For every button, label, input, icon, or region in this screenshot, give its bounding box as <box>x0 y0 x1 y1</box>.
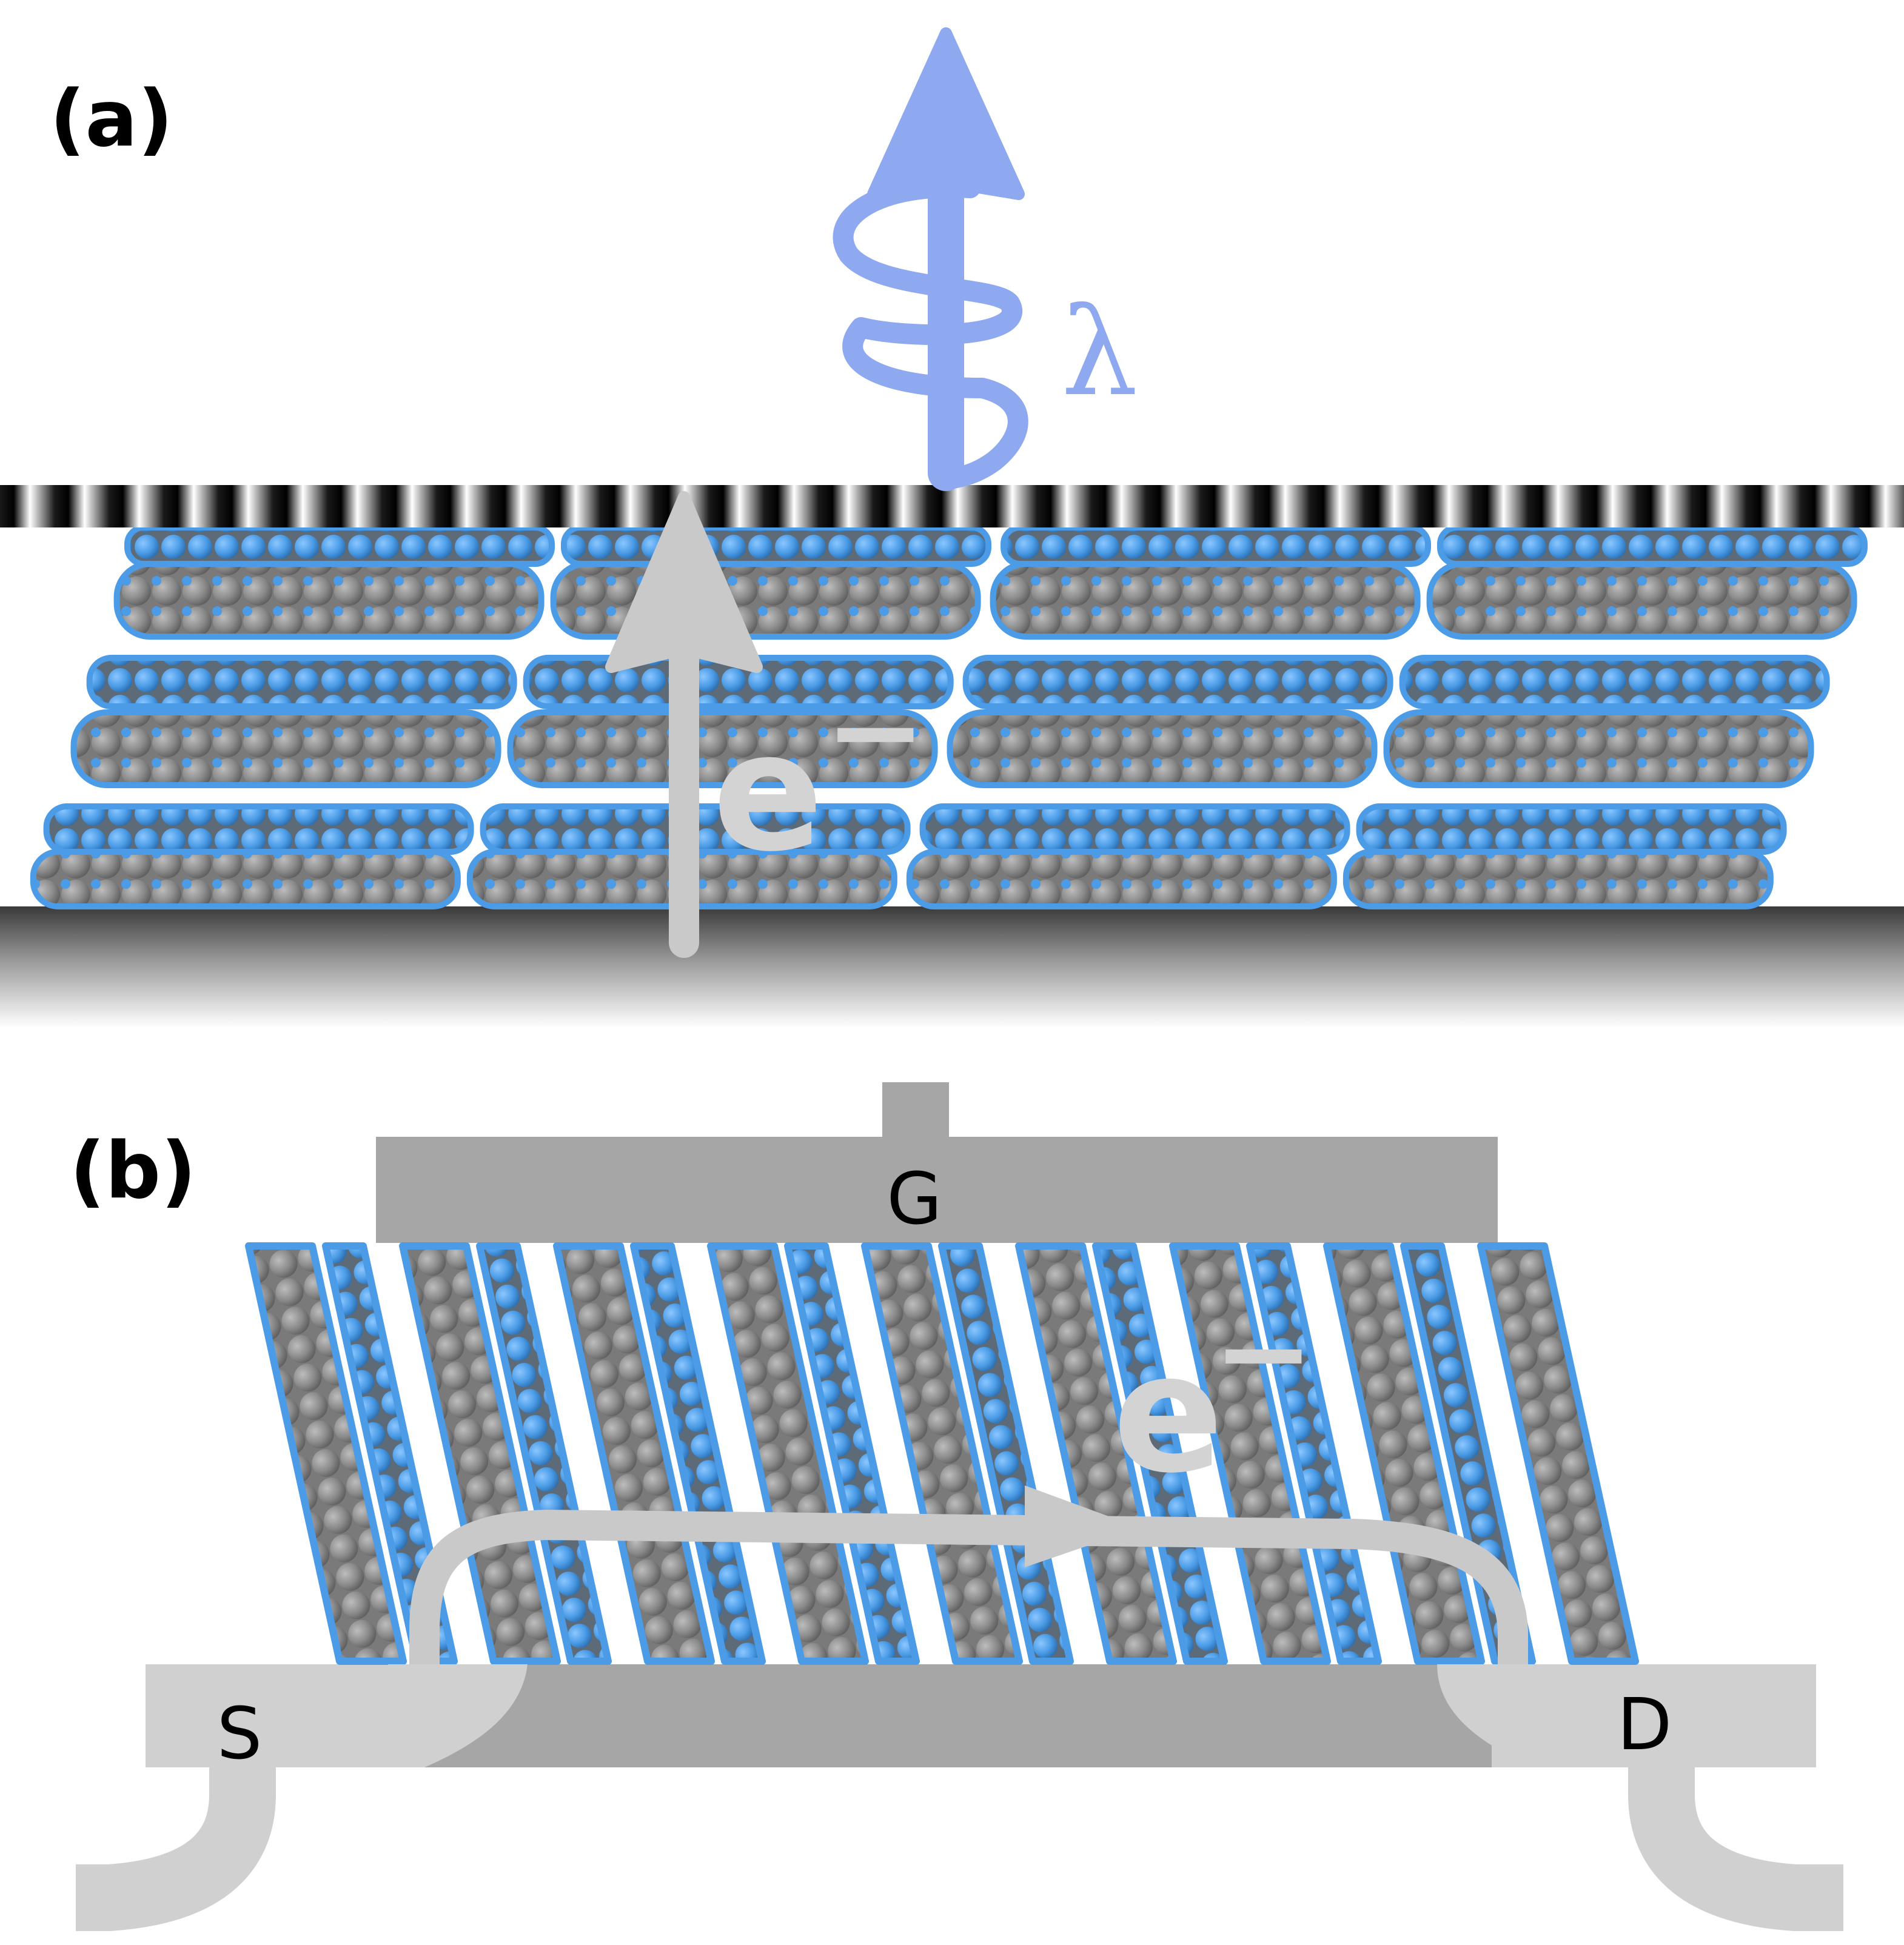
molecule-row <box>113 561 545 640</box>
drain-label: D <box>1617 1682 1672 1766</box>
molecule-row <box>507 709 938 788</box>
molecule-row <box>1399 655 1830 709</box>
molecule-row <box>1437 524 1868 567</box>
molecular-film-a <box>30 524 1868 909</box>
panel-a-label: (a) <box>50 74 173 164</box>
molecule-row <box>86 655 517 709</box>
molecule-row <box>1356 803 1787 855</box>
molecule-row <box>1383 709 1814 788</box>
electron-symbol-a: e <box>712 697 823 888</box>
molecule-row <box>550 561 981 640</box>
panel-b: (b) G e − S D <box>70 1082 1843 1931</box>
electron-charge-a: − <box>825 661 927 802</box>
panel-b-label: (b) <box>70 1126 196 1216</box>
molecule-row <box>30 849 461 909</box>
molecule-row <box>70 709 501 788</box>
molecule-row <box>124 524 555 567</box>
molecule-column <box>1400 1242 1536 1665</box>
source-label: S <box>217 1692 263 1775</box>
gate-electrode <box>376 1137 1498 1243</box>
molecular-film-b <box>245 1242 1639 1665</box>
wavelength-symbol: λ <box>1061 282 1138 423</box>
molecule-row <box>1343 849 1774 909</box>
molecule-column <box>245 1242 407 1665</box>
molecule-column <box>399 1242 561 1665</box>
bottom-electrode <box>0 906 1904 1028</box>
panel-a: (a) e − λ <box>0 27 1904 1028</box>
electron-arrow-a <box>605 491 763 958</box>
molecule-row <box>906 849 1337 909</box>
electron-path-b <box>364 1485 1595 1767</box>
molecule-row <box>962 655 1393 709</box>
molecule-row <box>1426 561 1857 640</box>
molecule-row <box>43 803 474 855</box>
molecule-row <box>919 803 1350 855</box>
photon-arrow <box>833 27 1028 491</box>
molecule-row <box>947 709 1378 788</box>
channel-dielectric <box>424 1664 1492 1767</box>
electron-symbol-b: e <box>1113 1318 1224 1509</box>
top-electrode <box>0 485 1904 527</box>
electron-charge-b: − <box>1213 1282 1315 1424</box>
drain-lead <box>1628 1767 1843 1931</box>
molecule-row <box>990 561 1421 640</box>
gate-label: G <box>887 1157 942 1240</box>
molecule-row <box>1001 524 1431 567</box>
molecule-row <box>561 524 991 567</box>
molecule-column <box>322 1242 458 1665</box>
gate-stem <box>882 1082 949 1143</box>
molecule-column <box>1477 1242 1639 1665</box>
source-lead <box>76 1767 276 1931</box>
